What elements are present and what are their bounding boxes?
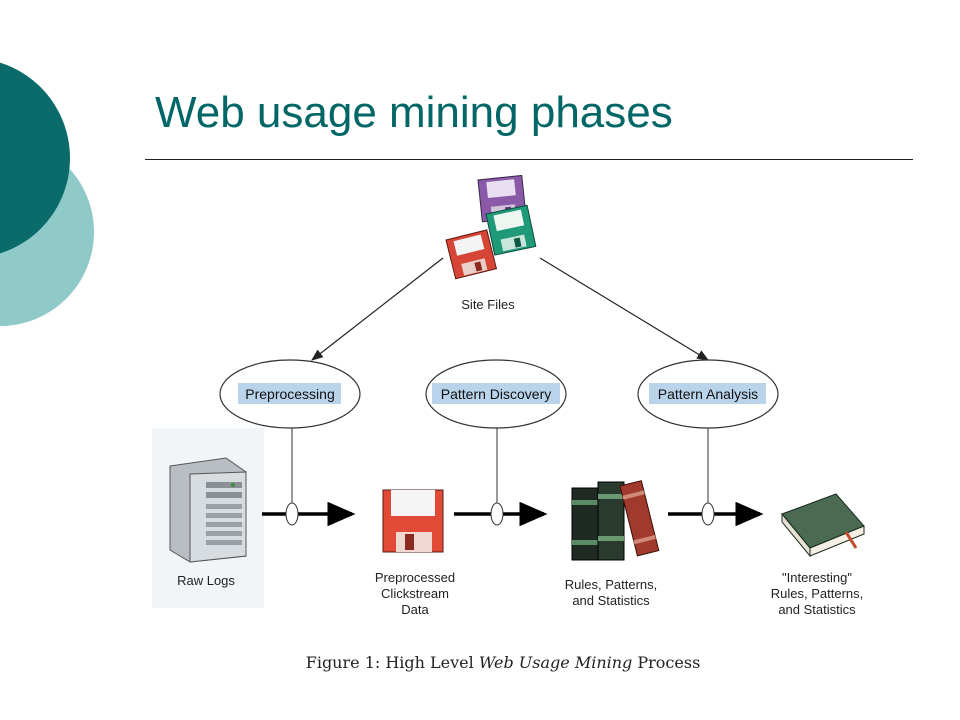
rules-books-icon — [571, 480, 660, 561]
phase-preprocessing: Preprocessing — [219, 359, 361, 429]
dark-teal-circle — [0, 62, 70, 254]
preprocessed-label-line-3: Data — [401, 602, 429, 617]
preprocessed-data-icon — [382, 489, 444, 553]
caption-italic: Web Usage Mining — [479, 653, 632, 672]
rules-label-line-1: Rules, Patterns, — [565, 577, 658, 592]
title-divider — [145, 159, 913, 160]
corner-decoration — [0, 62, 94, 326]
interesting-label-line-1: "Interesting" — [782, 570, 852, 585]
caption-prefix: Figure 1: High Level — [306, 653, 479, 672]
phase-label: Pattern Analysis — [658, 386, 758, 402]
figure-caption: Figure 1: High Level Web Usage Mining Pr… — [306, 653, 701, 672]
flow-junction-2 — [490, 502, 504, 526]
interesting-book-icon — [781, 493, 865, 558]
arrow-to-pattern-analysis — [539, 257, 710, 361]
rules-label-line-2: and Statistics — [572, 593, 650, 608]
site-files-icon — [445, 174, 537, 280]
caption-suffix: Process — [632, 653, 700, 672]
phase-highlight — [432, 383, 560, 404]
site-files-label: Site Files — [461, 297, 515, 312]
phase-highlight — [238, 383, 341, 404]
phase-pattern-discovery: Pattern Discovery — [425, 359, 567, 429]
raw-logs-label: Raw Logs — [177, 573, 235, 588]
flow-junction-3 — [701, 502, 715, 526]
phase-highlight — [649, 383, 766, 404]
phase-label: Preprocessing — [245, 386, 335, 402]
preprocessed-label-line-1: Preprocessed — [375, 570, 455, 585]
interesting-label-line-2: Rules, Patterns, — [771, 586, 864, 601]
phase-pattern-analysis: Pattern Analysis — [637, 359, 779, 429]
slide-title: Web usage mining phases — [155, 88, 673, 137]
raw-logs-server-icon — [152, 428, 264, 608]
preprocessed-label-line-2: Clickstream — [381, 586, 449, 601]
flow-junction-1 — [285, 502, 299, 526]
phase-label: Pattern Discovery — [441, 386, 551, 402]
interesting-label-line-3: and Statistics — [778, 602, 856, 617]
arrow-to-preprocessing — [311, 257, 444, 361]
